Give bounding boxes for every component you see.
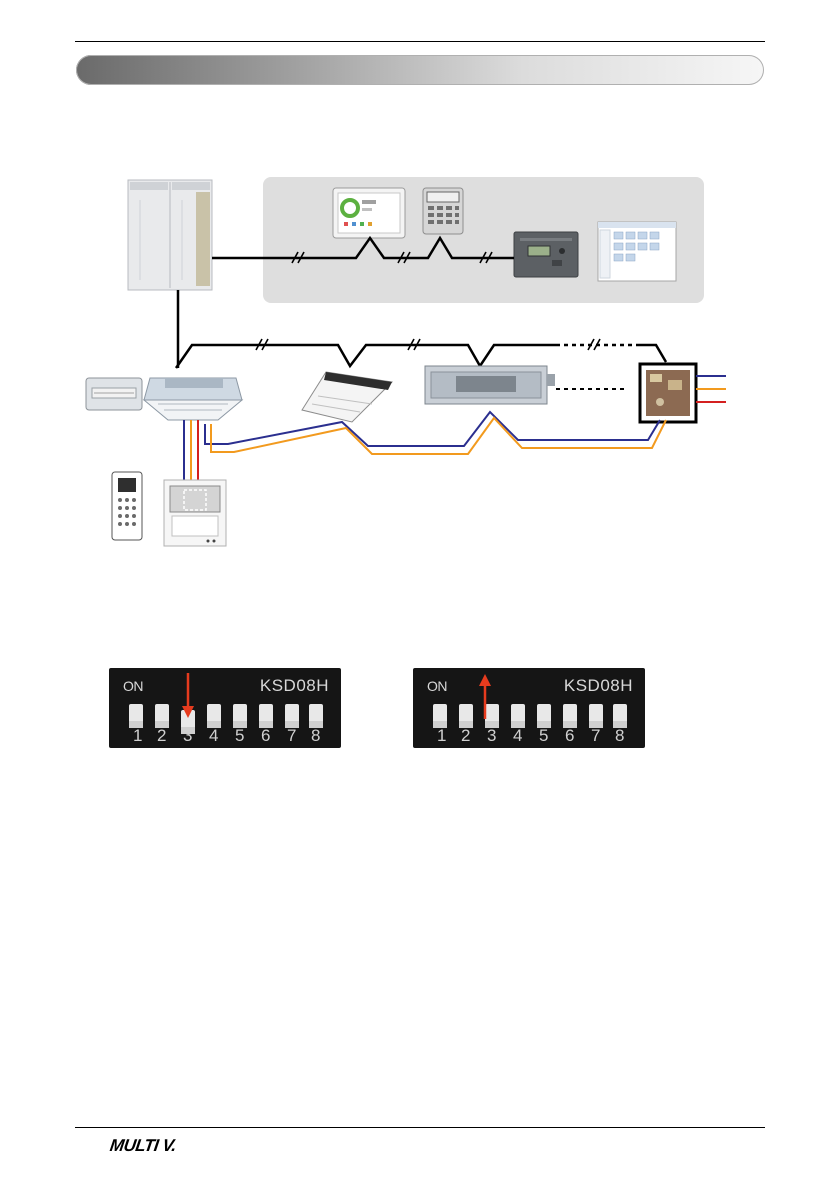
wired-remote-icon xyxy=(164,480,226,546)
dip-switch-left: ON KSD08H 1 2 3 4 5 6 7 8 xyxy=(109,668,341,748)
central-controller-icon xyxy=(423,188,463,234)
dip-switch-2 xyxy=(155,704,169,728)
pcb-output-wires xyxy=(696,376,726,402)
dip-on-label: ON xyxy=(123,678,143,694)
dip-number: 3 xyxy=(487,726,496,746)
dip-number: 1 xyxy=(133,726,142,746)
dip-number: 8 xyxy=(615,726,624,746)
cassette-1way-icon xyxy=(302,372,392,422)
footer-rule xyxy=(75,1127,765,1128)
dip-switch-5 xyxy=(233,704,247,728)
dip-switch-7 xyxy=(285,704,299,728)
remote-wiring xyxy=(205,412,666,454)
dip-switch-6 xyxy=(563,704,577,728)
dip-switch-4 xyxy=(207,704,221,728)
dip-switch-1 xyxy=(129,704,143,728)
pc-software-icon xyxy=(598,222,676,281)
dip-number: 1 xyxy=(437,726,446,746)
touch-controller-icon xyxy=(333,188,405,238)
dip-number: 3 xyxy=(183,726,192,746)
dip-number: 8 xyxy=(311,726,320,746)
cassette-4way-icon xyxy=(144,378,242,420)
dip-switch-7 xyxy=(589,704,603,728)
dip-number: 2 xyxy=(461,726,470,746)
dip-switch-8 xyxy=(309,704,323,728)
dry-contact-icon xyxy=(86,378,142,410)
dip-number: 6 xyxy=(261,726,270,746)
ducted-unit-icon xyxy=(425,366,555,404)
dip-switch-2 xyxy=(459,704,473,728)
dip-number: 4 xyxy=(209,726,218,746)
dip-switch-8 xyxy=(613,704,627,728)
dip-number: 4 xyxy=(513,726,522,746)
dip-number: 7 xyxy=(287,726,296,746)
dip-switch-right: ON KSD08H 1 2 3 4 5 6 7 8 xyxy=(413,668,645,748)
wired-remote-wires xyxy=(184,420,198,486)
dip-switch-5 xyxy=(537,704,551,728)
plc-gateway-icon xyxy=(514,232,578,277)
dip-number: 5 xyxy=(235,726,244,746)
outdoor-unit-icon xyxy=(128,180,212,290)
dip-switch-4 xyxy=(511,704,525,728)
dip-model-label: KSD08H xyxy=(564,676,633,696)
dip-number: 5 xyxy=(539,726,548,746)
dip-number: 2 xyxy=(157,726,166,746)
indoor-comm-bus xyxy=(176,345,666,368)
dip-on-label: ON xyxy=(427,678,447,694)
wireless-remote-icon xyxy=(112,472,142,540)
dip-switch-3 xyxy=(485,704,499,728)
dip-model-label: KSD08H xyxy=(260,676,329,696)
pcb-board-icon xyxy=(640,364,696,422)
dip-number: 7 xyxy=(591,726,600,746)
brand-logo: MULTI V. xyxy=(109,1136,178,1156)
dip-number: 6 xyxy=(565,726,574,746)
dip-switch-1 xyxy=(433,704,447,728)
dip-switch-6 xyxy=(259,704,273,728)
